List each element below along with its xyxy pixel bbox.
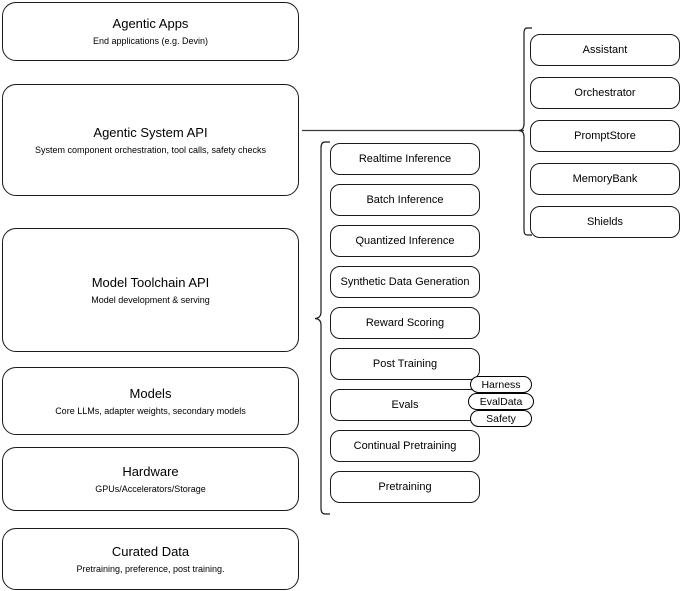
layer-title: Agentic System API	[93, 124, 208, 140]
capability-label: Quantized Inference	[355, 235, 455, 247]
layer-model-toolchain-api[interactable]: Model Toolchain API Model development & …	[2, 228, 299, 352]
capability-batch-inference[interactable]: Batch Inference	[330, 184, 480, 216]
brace-path	[314, 141, 330, 515]
capability-pretraining[interactable]: Pretraining	[330, 471, 480, 503]
badge-evaldata[interactable]: EvalData	[468, 393, 534, 410]
capability-label: Continual Pretraining	[353, 440, 457, 452]
capability-label: Pretraining	[378, 481, 432, 493]
badge-label: Harness	[481, 378, 521, 391]
layer-subtitle: Core LLMs, adapter weights, secondary mo…	[55, 405, 246, 416]
layer-title: Hardware	[122, 463, 179, 479]
capability-post-training[interactable]: Post Training	[330, 348, 480, 380]
layer-title: Model Toolchain API	[91, 274, 210, 290]
capability-label: Post Training	[372, 358, 438, 370]
layer-subtitle: End applications (e.g. Devin)	[92, 36, 209, 46]
capability-realtime-inference[interactable]: Realtime Inference	[330, 143, 480, 175]
layer-subtitle: Pretraining, preference, post training.	[76, 563, 225, 574]
component-label: MemoryBank	[572, 173, 638, 185]
component-label: Orchestrator	[574, 87, 636, 99]
layer-hardware[interactable]: Hardware GPUs/Accelerators/Storage	[2, 447, 299, 511]
component-label: Assistant	[582, 44, 628, 56]
layer-title: Curated Data	[111, 543, 190, 559]
capability-continual-pretraining[interactable]: Continual Pretraining	[330, 430, 480, 462]
component-assistant[interactable]: Assistant	[530, 34, 680, 66]
badge-safety[interactable]: Safety	[470, 410, 532, 427]
capability-synthetic-data-generation[interactable]: Synthetic Data Generation	[330, 266, 480, 298]
badge-label: Safety	[486, 412, 516, 425]
layer-title: Agentic Apps	[112, 16, 189, 31]
layer-agentic-apps[interactable]: Agentic Apps End applications (e.g. Devi…	[2, 2, 299, 61]
badge-label: EvalData	[479, 395, 523, 408]
component-label: PromptStore	[574, 130, 636, 142]
layer-subtitle: GPUs/Accelerators/Storage	[95, 483, 206, 494]
component-promptstore[interactable]: PromptStore	[530, 120, 680, 152]
capability-label: Batch Inference	[366, 194, 444, 206]
capability-evals[interactable]: Evals	[330, 389, 480, 421]
layer-models[interactable]: Models Core LLMs, adapter weights, secon…	[2, 367, 299, 435]
connector-system-api-to-components	[300, 120, 532, 142]
component-orchestrator[interactable]: Orchestrator	[530, 77, 680, 109]
capability-label: Synthetic Data Generation	[340, 276, 470, 288]
capability-label: Evals	[391, 399, 419, 411]
layer-curated-data[interactable]: Curated Data Pretraining, preference, po…	[2, 528, 299, 590]
badge-harness[interactable]: Harness	[470, 376, 532, 393]
layer-title: Models	[129, 385, 172, 401]
component-shields[interactable]: Shields	[530, 206, 680, 238]
layer-subtitle: System component orchestration, tool cal…	[34, 144, 267, 155]
capability-reward-scoring[interactable]: Reward Scoring	[330, 307, 480, 339]
component-memorybank[interactable]: MemoryBank	[530, 163, 680, 195]
layer-subtitle: Model development & serving	[91, 294, 210, 305]
capability-label: Realtime Inference	[358, 153, 452, 165]
capability-quantized-inference[interactable]: Quantized Inference	[330, 225, 480, 257]
component-label: Shields	[586, 216, 624, 228]
capability-label: Reward Scoring	[365, 317, 445, 329]
layer-agentic-system-api[interactable]: Agentic System API System component orch…	[2, 84, 299, 196]
brace-toolchain-capabilities	[310, 140, 332, 520]
